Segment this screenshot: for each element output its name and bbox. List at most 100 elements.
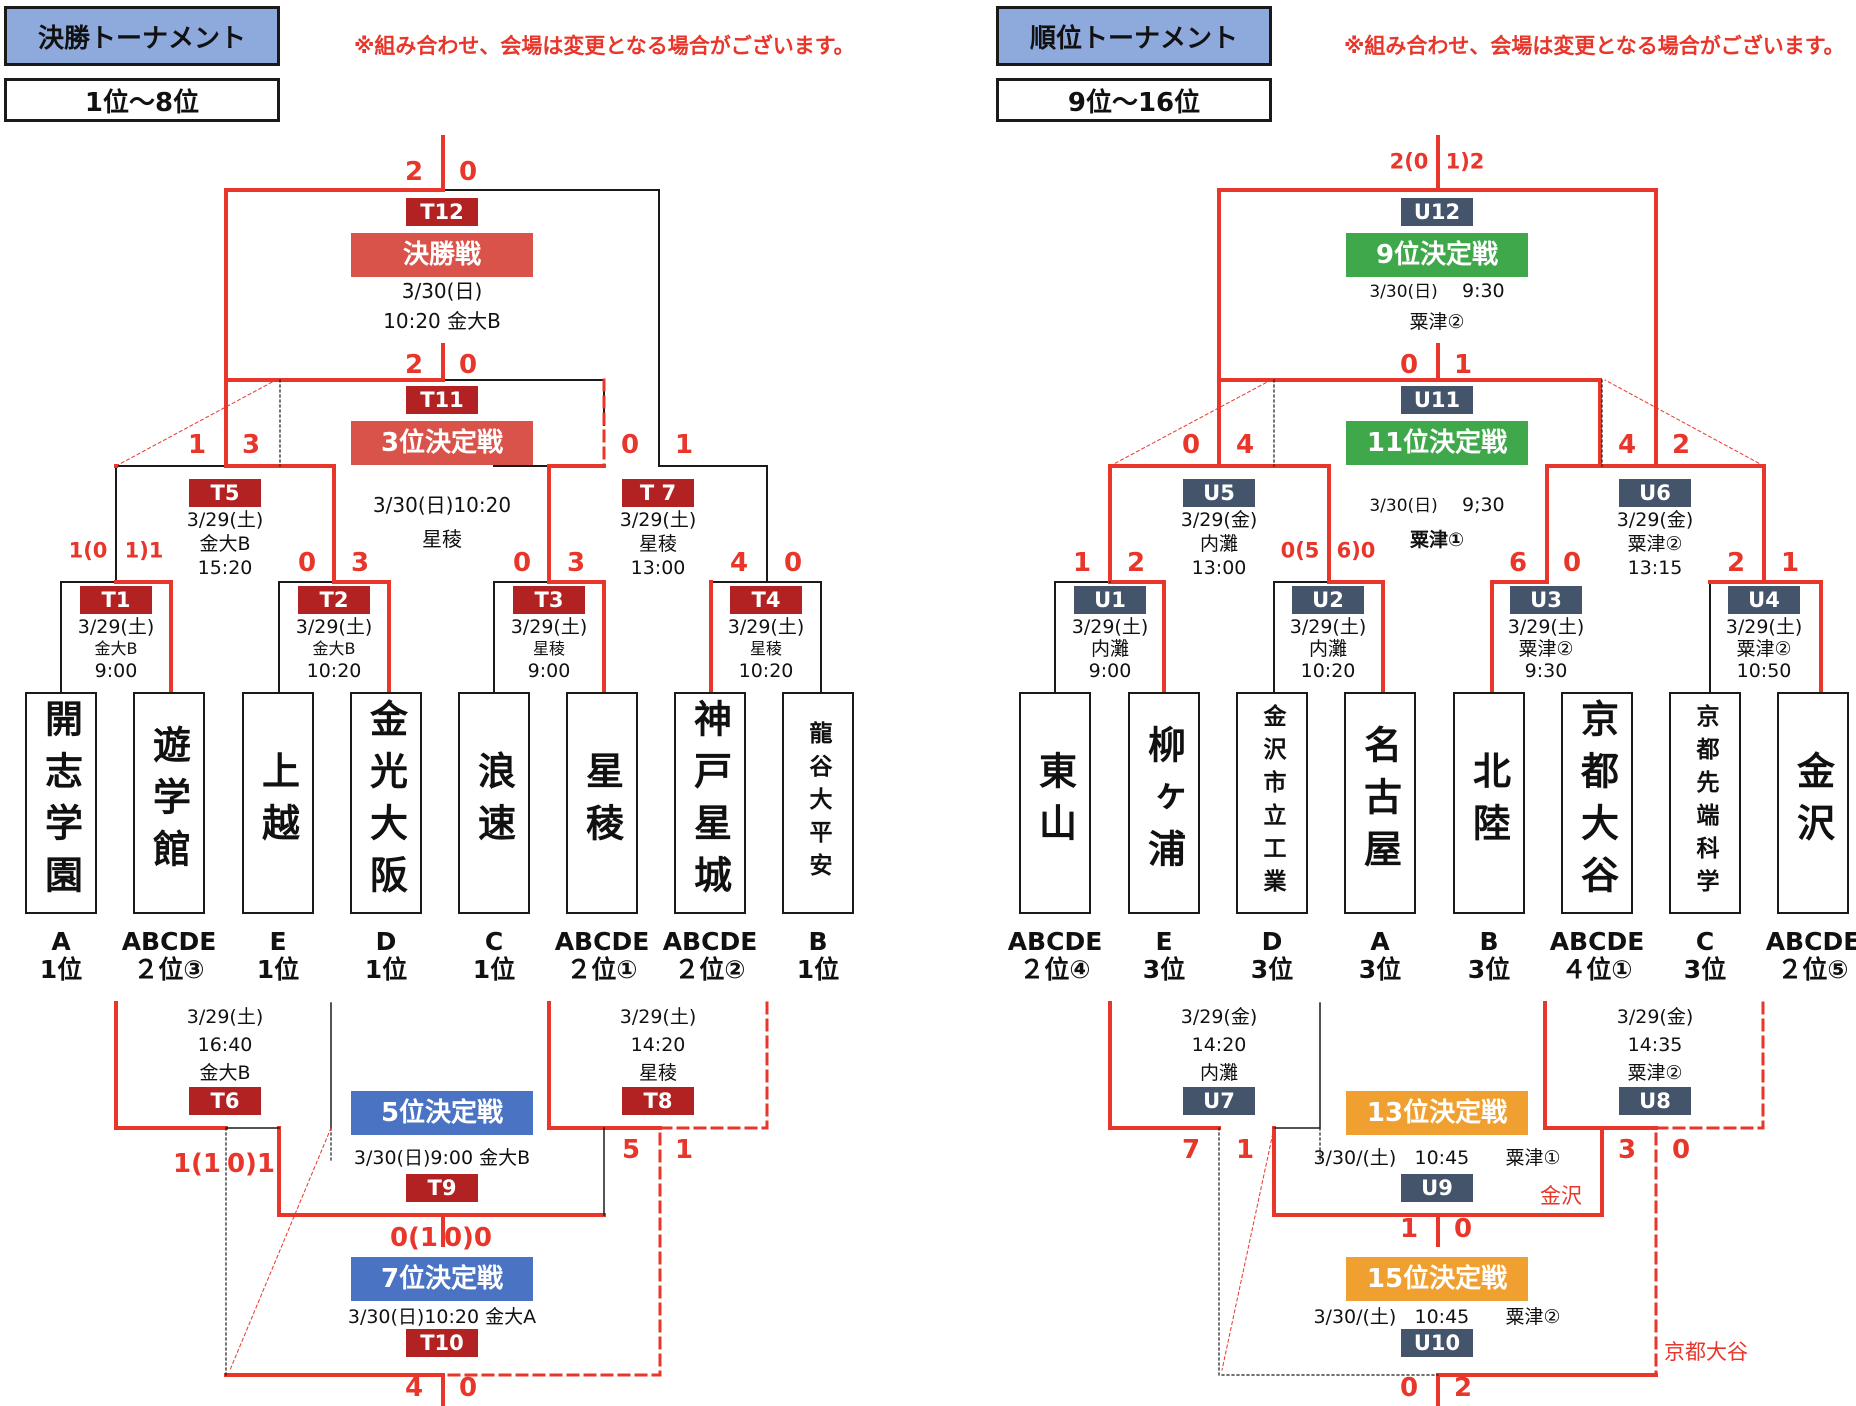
- team-box: 金沢: [1777, 692, 1849, 914]
- match-venue: 星稜: [422, 527, 462, 551]
- score: 2(0: [1389, 149, 1429, 174]
- match-info: 3/30(日)10:20 金大A: [348, 1305, 536, 1329]
- score: 0(5: [1280, 538, 1320, 563]
- seed-group: D: [1261, 927, 1283, 956]
- match-code[interactable]: U5: [1183, 479, 1255, 507]
- match-code[interactable]: T6: [189, 1087, 261, 1115]
- seed-rank: 3位: [1467, 955, 1511, 984]
- match-time: 13:00: [630, 557, 686, 579]
- score: 0: [1399, 350, 1419, 380]
- match-venue: 粟津②: [1409, 311, 1465, 333]
- seed-group: ABCDE: [1549, 927, 1645, 956]
- score: 0: [297, 548, 317, 578]
- match-code[interactable]: T 7: [622, 479, 694, 507]
- match-date: 3/29(土): [1071, 616, 1149, 638]
- match-info: 3/30(日) 10:20 金大B: [383, 276, 501, 336]
- match-venue: 10:20 金大B: [383, 309, 501, 333]
- match-date: 3/29(土): [1289, 616, 1367, 638]
- score: 4: [1617, 430, 1637, 460]
- match-code[interactable]: T10: [406, 1329, 478, 1357]
- match-time: 14:20: [630, 1034, 686, 1056]
- match-code[interactable]: T12: [406, 198, 478, 226]
- seed-rank: ４位①: [1561, 955, 1633, 984]
- team-box: 金光大阪: [350, 692, 422, 914]
- match-code[interactable]: T5: [189, 479, 261, 507]
- match-date: 3/30(日): [401, 279, 483, 303]
- seed-group: ABCDE: [1007, 927, 1103, 956]
- team-name: 金沢: [1790, 751, 1835, 855]
- time: 10:45: [1414, 1306, 1470, 1328]
- match-code[interactable]: U7: [1183, 1087, 1255, 1115]
- seed-group: ABCDE: [121, 927, 217, 956]
- third-place-banner: 3位決定戦: [351, 421, 533, 465]
- match-date: 3/29(土): [619, 1006, 697, 1028]
- score: 0: [458, 350, 478, 380]
- team-box: 名古屋: [1344, 692, 1416, 914]
- match-code[interactable]: T8: [622, 1087, 694, 1115]
- match-code[interactable]: T3: [513, 586, 585, 614]
- left-notice: ※組み合わせ、会場は変更となる場合がございます。: [354, 34, 855, 58]
- seed-rank: ２位③: [133, 955, 205, 984]
- match-code[interactable]: T11: [406, 386, 478, 414]
- match-code[interactable]: U3: [1510, 586, 1582, 614]
- score: 0: [783, 548, 803, 578]
- final-banner: 決勝戦: [351, 233, 533, 277]
- match-code[interactable]: U8: [1619, 1087, 1691, 1115]
- match-time: 9:00: [527, 660, 571, 682]
- match-code[interactable]: T4: [730, 586, 802, 614]
- match-code[interactable]: U6: [1619, 479, 1691, 507]
- match-date: 3/29(土): [1507, 616, 1585, 638]
- team-name: 名古屋: [1357, 725, 1402, 881]
- date: 3/30(日): [1369, 496, 1438, 516]
- left-title: 決勝トーナメント: [4, 6, 280, 66]
- match-code[interactable]: U9: [1401, 1174, 1473, 1202]
- score: 0)1: [226, 1149, 276, 1179]
- score: 0: [1453, 1214, 1473, 1244]
- match-code[interactable]: U12: [1401, 198, 1473, 226]
- match-code[interactable]: U11: [1401, 386, 1473, 414]
- score: 1: [674, 430, 694, 460]
- score: 3: [241, 430, 261, 460]
- score: 1)2: [1445, 149, 1485, 174]
- match-code[interactable]: T2: [298, 586, 370, 614]
- match-info: 3/30/(土) 10:45 粟津①: [1313, 1146, 1560, 1170]
- match-code[interactable]: T9: [406, 1174, 478, 1202]
- team-name: 浪速: [471, 751, 516, 855]
- match-date: 3/29(土): [77, 616, 155, 638]
- seed-rank: 1位: [796, 955, 840, 984]
- team-box: 神戸星城: [674, 692, 746, 914]
- eleventh-place-banner: 11位決定戦: [1346, 421, 1528, 465]
- match-code[interactable]: U2: [1292, 586, 1364, 614]
- date: 3/30/(土): [1313, 1306, 1397, 1328]
- match-venue: 金大B: [94, 639, 138, 658]
- match-code[interactable]: U10: [1401, 1329, 1473, 1357]
- team-name: 金光大阪: [363, 699, 408, 907]
- score: 7: [1181, 1135, 1201, 1165]
- match-date: 3/30(日)10:20: [372, 493, 512, 517]
- seed-rank: 3位: [1358, 955, 1402, 984]
- thirteenth-place-banner: 13位決定戦: [1346, 1091, 1528, 1135]
- match-venue: 粟津②: [1736, 638, 1792, 660]
- team-name: 京都大谷: [1574, 699, 1619, 907]
- score: 1(1: [172, 1149, 222, 1179]
- match-code[interactable]: U4: [1728, 586, 1800, 614]
- date: 3/30(日): [1369, 282, 1438, 302]
- right-title-text: 順位トーナメント: [1029, 23, 1238, 54]
- seed-group: C: [1695, 927, 1715, 956]
- match-code[interactable]: T1: [80, 586, 152, 614]
- score: 2: [404, 157, 424, 187]
- fifteenth-place-banner: 15位決定戦: [1346, 1257, 1528, 1301]
- score: 0: [458, 1373, 478, 1403]
- match-code[interactable]: U1: [1074, 586, 1146, 614]
